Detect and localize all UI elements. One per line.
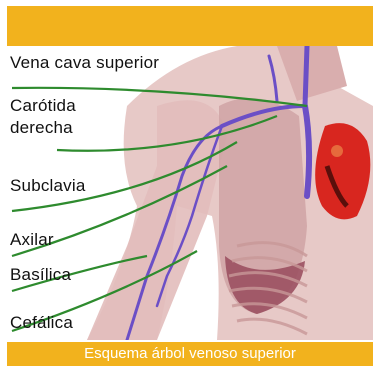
figure-caption: Esquema árbol venoso superior [7,342,373,366]
label-carotida-line1: Carótida [10,96,76,116]
label-vena-cava-superior: Vena cava superior [10,53,159,73]
label-carotida-line2: derecha [10,118,73,138]
label-cefalica: Cefálica [10,313,73,333]
label-subclavia: Subclavia [10,176,86,196]
header-bar [7,6,373,46]
label-axilar: Axilar [10,230,54,250]
label-basilica: Basílica [10,265,71,285]
